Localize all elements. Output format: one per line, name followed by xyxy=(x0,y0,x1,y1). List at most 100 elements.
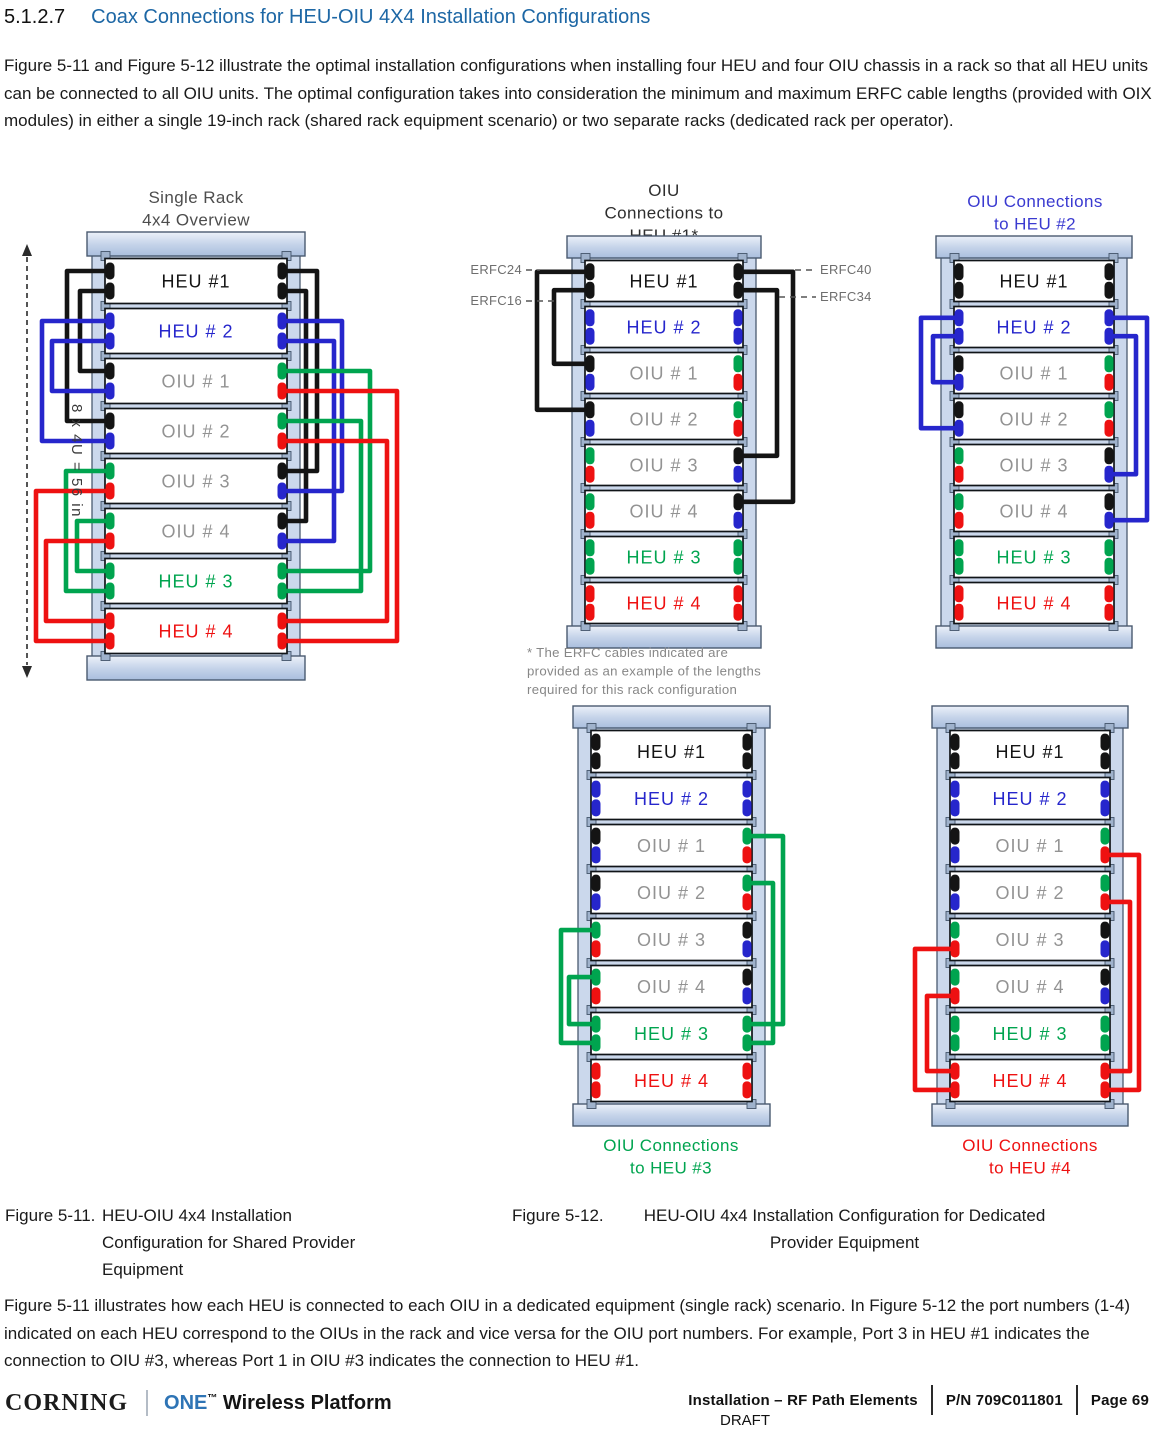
slot-label-HEU1: HEU #1 xyxy=(637,742,706,762)
dimension-label: 8 x 4U = 56 in xyxy=(68,404,85,518)
port-pill-red xyxy=(733,585,743,603)
port-pill-green xyxy=(742,1015,752,1033)
body-paragraph: Figure 5-11 illustrates how each HEU is … xyxy=(4,1296,1131,1370)
port-pill-blue xyxy=(277,482,287,500)
slot-label-HEU3: HEU # 3 xyxy=(992,1024,1067,1044)
port-pill-blue xyxy=(742,780,752,798)
intro-paragraph: Figure 5-11 and Figure 5-12 illustrate t… xyxy=(4,56,1152,130)
slot-label-OIU3: OIU # 3 xyxy=(995,930,1064,950)
cable-green xyxy=(558,927,596,1046)
port-pill-black xyxy=(591,827,601,845)
slot-OIU2 xyxy=(584,397,744,441)
slot-label-HEU2: HEU # 2 xyxy=(996,318,1071,338)
rack-top-cap xyxy=(566,235,762,259)
arrowhead-up xyxy=(22,244,32,256)
port-pill-green xyxy=(742,827,752,845)
port-pill-blue xyxy=(1100,987,1110,1005)
rack-title-line: OIU Connections xyxy=(962,1136,1097,1155)
rack-title-line: OIU xyxy=(648,181,679,200)
slot-OIU1 xyxy=(590,823,753,868)
slot-label-HEU2: HEU # 2 xyxy=(158,322,233,342)
port-pill-blue xyxy=(954,327,964,345)
slot-label-OIU3: OIU # 3 xyxy=(161,472,230,492)
rack-top-cap xyxy=(935,235,1133,259)
port-pill-green xyxy=(1100,1015,1110,1033)
slot-HEU2 xyxy=(584,305,744,349)
slot-HEU3 xyxy=(953,535,1115,579)
slot-label-HEU3: HEU # 3 xyxy=(626,548,701,568)
slot-HEU1 xyxy=(953,259,1115,303)
cable-red xyxy=(912,946,955,1093)
port-pill-blue xyxy=(1100,780,1110,798)
slot-HEU2 xyxy=(949,776,1111,821)
slot-OIU2 xyxy=(953,397,1115,441)
cable-black xyxy=(77,288,110,374)
port-pill-red xyxy=(591,1081,601,1099)
port-pill-green xyxy=(105,562,115,580)
slot-label-OIU2: OIU # 2 xyxy=(161,422,230,442)
slot-OIU1 xyxy=(104,357,288,405)
cable-black xyxy=(551,287,590,367)
slot-label-HEU4: HEU # 4 xyxy=(992,1071,1067,1091)
port-pill-blue xyxy=(733,327,743,345)
port-pill-red xyxy=(742,893,752,911)
port-pill-blue xyxy=(733,511,743,529)
cable-blue xyxy=(1109,315,1150,523)
port-pill-red xyxy=(742,846,752,864)
rack-bottom-cap xyxy=(572,1103,771,1127)
port-pill-black xyxy=(950,874,960,892)
port-pill-green xyxy=(1104,401,1114,419)
rack-bottom-cap xyxy=(86,655,306,681)
rack-title-line: to HEU #2 xyxy=(994,215,1076,234)
port-pill-red xyxy=(954,585,964,603)
slot-OIU1 xyxy=(584,351,744,395)
cable-green xyxy=(282,368,373,574)
port-pill-red xyxy=(277,632,287,650)
port-pill-green xyxy=(105,462,115,480)
rack-title-line: to HEU #3 xyxy=(630,1159,712,1178)
port-pill-red xyxy=(950,1062,960,1080)
cable-green xyxy=(282,418,364,594)
port-pill-red xyxy=(1104,419,1114,437)
port-pill-blue xyxy=(591,799,601,817)
port-pill-black xyxy=(585,355,595,373)
port-pill-black xyxy=(585,401,595,419)
slot-label-HEU1: HEU #1 xyxy=(999,272,1068,292)
port-pill-red xyxy=(277,612,287,630)
rack-title-line: OIU Connections xyxy=(967,192,1102,211)
slot-HEU3 xyxy=(104,557,288,605)
slot-label-OIU4: OIU # 4 xyxy=(637,977,706,997)
port-pill-green xyxy=(585,447,595,465)
slot-label-HEU4: HEU # 4 xyxy=(158,622,233,642)
erfc-note-line: required for this rack configuration xyxy=(527,682,737,697)
port-pill-blue xyxy=(950,846,960,864)
port-pill-red xyxy=(591,1062,601,1080)
port-pill-black xyxy=(954,281,964,299)
slot-OIU1 xyxy=(949,823,1111,868)
port-pill-black xyxy=(950,752,960,770)
port-pill-green xyxy=(733,355,743,373)
port-pill-red xyxy=(105,482,115,500)
port-pill-red xyxy=(950,1081,960,1099)
rack-title-line: Single Rack xyxy=(148,188,243,207)
slot-label-HEU1: HEU #1 xyxy=(161,272,230,292)
port-pill-red xyxy=(1100,846,1110,864)
erfc-cable-label: ERFC40 xyxy=(820,262,872,277)
slot-label-OIU2: OIU # 2 xyxy=(637,883,706,903)
cable-green xyxy=(63,468,110,594)
slot-label-OIU4: OIU # 4 xyxy=(161,522,230,542)
slot-OIU3 xyxy=(953,443,1115,487)
erfc-cable-label: ERFC24 xyxy=(470,262,522,277)
footer-page-number: Page 69 xyxy=(1090,1391,1149,1409)
rack-top-cap xyxy=(931,705,1129,729)
footer-divider xyxy=(930,1385,933,1415)
rack-title-line: OIU Connections xyxy=(603,1136,738,1155)
port-pill-black xyxy=(1100,921,1110,939)
port-pill-green xyxy=(954,557,964,575)
slot-label-OIU2: OIU # 2 xyxy=(995,883,1064,903)
port-pill-green xyxy=(585,493,595,511)
figure-label: Figure 5-12. xyxy=(512,1206,604,1225)
port-pill-black xyxy=(277,282,287,300)
